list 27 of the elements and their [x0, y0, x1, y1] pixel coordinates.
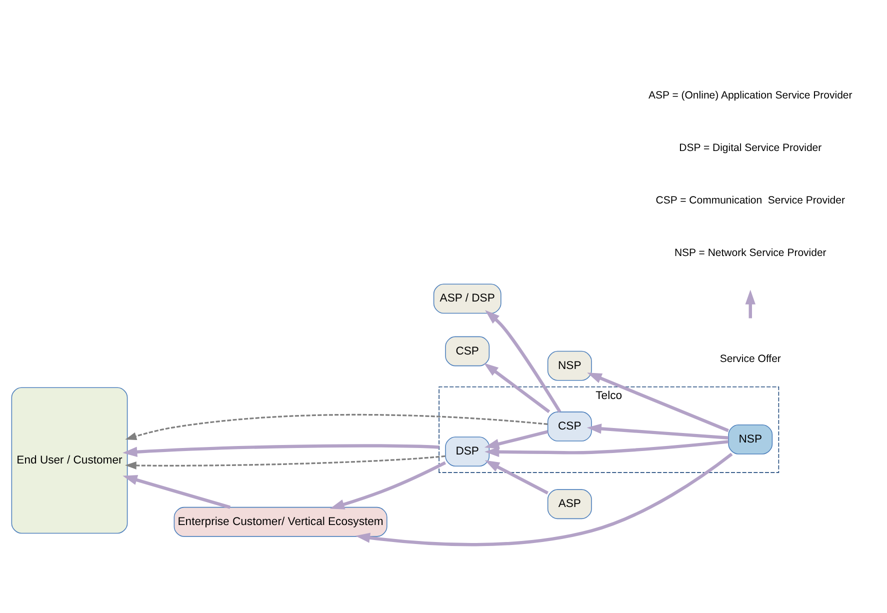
arrow: [125, 455, 446, 470]
node-box: End User / Customer: [11, 387, 128, 534]
node-box: CSP: [547, 412, 592, 442]
node-box: DSP: [445, 436, 490, 466]
arrow: [586, 424, 728, 440]
arrow: [484, 440, 729, 458]
arrow: [587, 372, 729, 432]
arrow: [484, 460, 548, 495]
label: CSP = Communication Service Provider: [656, 194, 845, 207]
arrow: [484, 362, 550, 414]
node-box: NSP: [547, 350, 592, 381]
label: ASP = (Online) Application Service Provider: [648, 89, 852, 102]
arrow: [122, 475, 231, 509]
arrow: [485, 310, 562, 413]
node-box: ASP / DSP: [433, 284, 502, 314]
node-box: ASP: [547, 489, 592, 520]
arrow: [125, 414, 548, 440]
arrow: [330, 461, 446, 510]
arrow: [484, 430, 548, 449]
node-box: CSP: [445, 336, 490, 366]
label: NSP = Network Service Provider: [674, 247, 826, 260]
arrow: [122, 444, 440, 458]
label: DSP = Digital Service Provider: [679, 142, 822, 154]
node-box: NSP: [728, 424, 773, 454]
node-box: Enterprise Customer/ Vertical Ecosystem: [174, 506, 388, 537]
legend-label: Service Offer: [720, 353, 781, 366]
arrow: [355, 452, 733, 546]
